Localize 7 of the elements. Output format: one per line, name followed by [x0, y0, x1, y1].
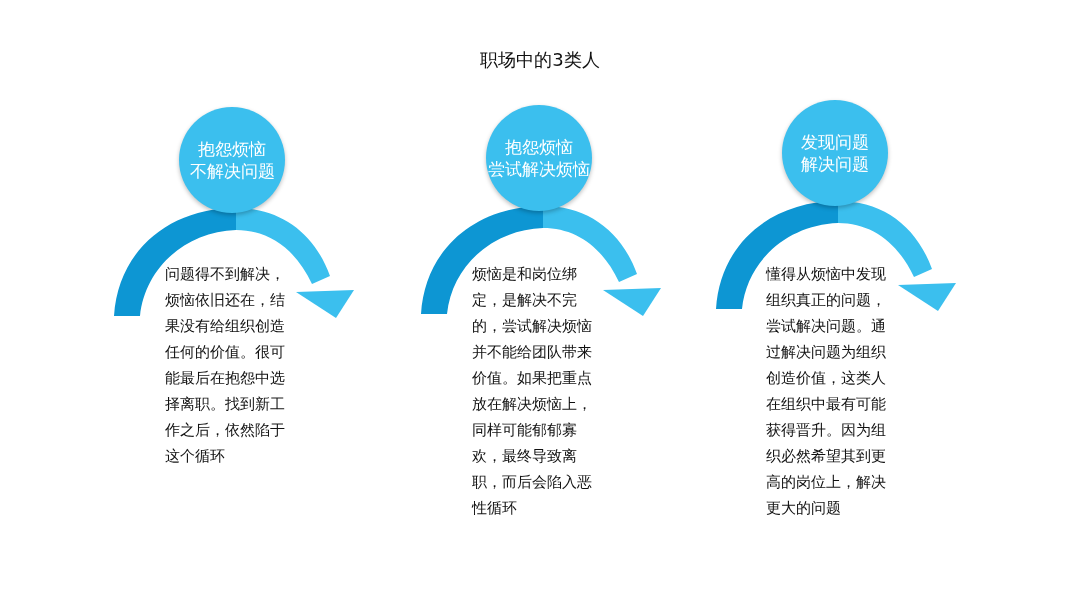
description-text: 懂得从烦恼中发现组织真正的问题，尝试解决问题。通过解决问题为组织创造价值，这类人在组织中最有可能获得晋升。因为组织必然希望其到更高的岗位上，解决更大的问题 [766, 264, 887, 519]
circle-label: 发现问题解决问题 [800, 131, 870, 175]
circle-label: 抱怨烦恼尝试解决烦恼 [487, 136, 591, 180]
circle-label: 抱怨烦恼不解决问题 [188, 138, 276, 182]
description-text: 烦恼是和岗位绑定，是解决不完的，尝试解决烦恼并不能给团队带来价值。如果把重点放在解决烦恼上，同样可能郁郁寡欢，最终导致离职，而后会陷入恶性循环 [472, 264, 593, 519]
title: 职场中的3类人 [479, 48, 601, 72]
description-text: 问题得不到解决，烦恼依旧还在，结果没有给组织创造任何的价值。很可能最后在抱怨中选择离职。找到新工作之后，依然陷于这个循环 [165, 264, 286, 467]
